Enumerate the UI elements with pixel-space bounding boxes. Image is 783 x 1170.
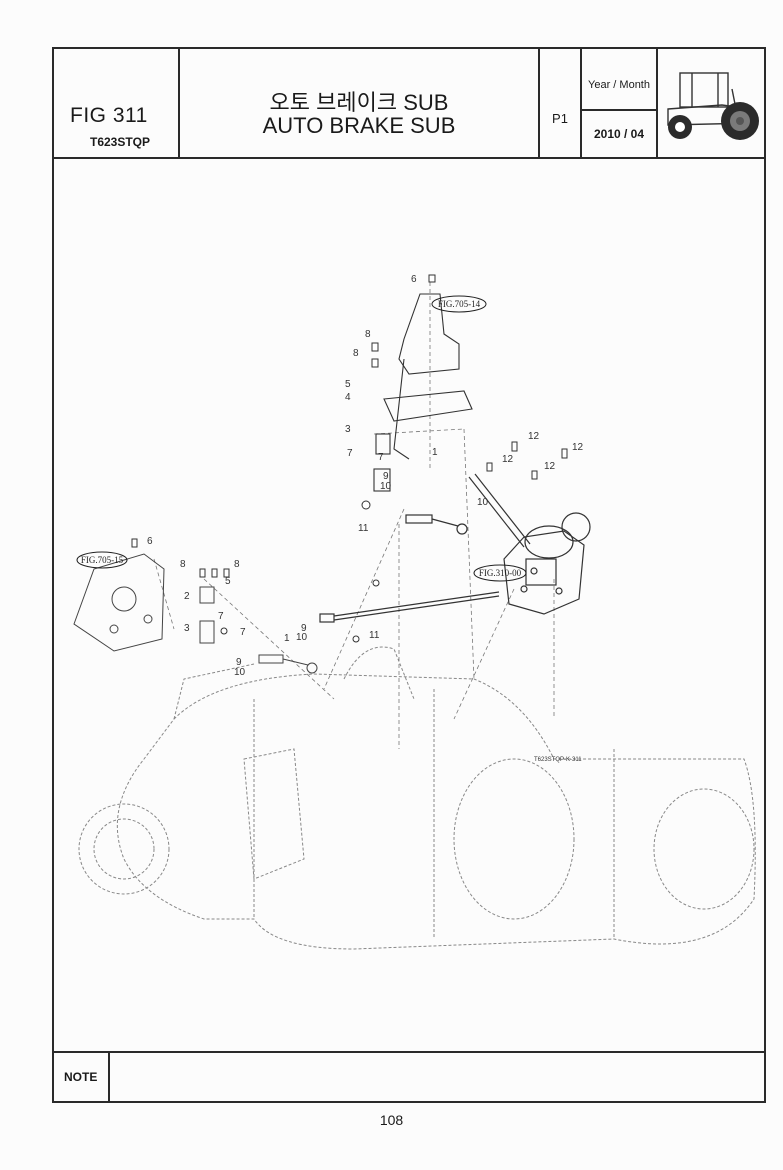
drawing-code: T623STQP-K-311 xyxy=(534,757,582,763)
svg-text:8: 8 xyxy=(353,348,359,359)
fig-code: T623STQP xyxy=(90,135,151,149)
date-value: 2010 / 04 xyxy=(593,127,645,141)
svg-text:9: 9 xyxy=(301,623,307,634)
page-number: 108 xyxy=(379,1112,404,1128)
assembly-lines xyxy=(153,282,555,749)
ref-fig-705-14: FIG.705-14 xyxy=(438,299,481,309)
rod-long xyxy=(319,591,500,623)
note-label: NOTE xyxy=(64,1070,98,1084)
svg-text:10: 10 xyxy=(477,497,489,508)
svg-text:7: 7 xyxy=(218,611,224,622)
svg-text:8: 8 xyxy=(180,559,186,570)
title-english: AUTO BRAKE SUB xyxy=(262,113,456,138)
svg-text:12: 12 xyxy=(528,431,540,442)
note-label-cell: NOTE xyxy=(54,1053,110,1101)
rod-upper xyxy=(405,473,531,548)
svg-text:3: 3 xyxy=(184,623,190,634)
fig-number: FIG 311 xyxy=(70,104,148,127)
page-frame: FIG 311 T623STQP 오토 브레이크 SUB AUTO BRAKE … xyxy=(52,47,766,1103)
header: FIG 311 T623STQP 오토 브레이크 SUB AUTO BRAKE … xyxy=(54,49,764,159)
svg-text:2: 2 xyxy=(184,591,190,602)
note-row: NOTE xyxy=(54,1051,764,1101)
fig-cell: FIG 311 T623STQP xyxy=(54,49,180,157)
svg-text:7: 7 xyxy=(347,448,353,459)
svg-text:7: 7 xyxy=(378,452,384,463)
svg-text:7: 7 xyxy=(240,627,246,638)
figure-references: FIG.705-14 FIG.705-15 FIG.310-00 xyxy=(76,295,527,582)
svg-text:1: 1 xyxy=(432,447,438,458)
page-label: P1 xyxy=(552,111,568,126)
svg-text:8: 8 xyxy=(365,329,371,340)
ref-fig-310-00: FIG.310-00 xyxy=(479,568,522,578)
fasteners xyxy=(131,274,568,643)
page-cell: P1 xyxy=(540,49,582,157)
svg-text:8: 8 xyxy=(234,559,240,570)
svg-text:9: 9 xyxy=(383,471,389,482)
svg-text:3: 3 xyxy=(345,424,351,435)
svg-text:11: 11 xyxy=(358,523,369,534)
title-cell: 오토 브레이크 SUB AUTO BRAKE SUB xyxy=(180,49,540,157)
svg-text:12: 12 xyxy=(502,454,514,465)
svg-text:9: 9 xyxy=(236,657,242,668)
svg-text:5: 5 xyxy=(345,379,351,390)
svg-text:6: 6 xyxy=(411,274,417,285)
svg-text:10: 10 xyxy=(234,667,246,678)
year-month-label: Year / Month xyxy=(588,79,650,91)
tractor-icon xyxy=(667,72,759,140)
svg-text:10: 10 xyxy=(380,481,392,492)
svg-text:12: 12 xyxy=(544,461,556,472)
svg-text:4: 4 xyxy=(345,392,351,403)
ref-fig-705-15: FIG.705-15 xyxy=(81,555,124,565)
brake-bracket-upper xyxy=(373,293,473,492)
image-cell xyxy=(658,49,764,157)
exploded-parts-diagram: 6 8 8 5 4 3 7 7 1 9 10 12 12 12 12 10 11… xyxy=(73,274,756,950)
svg-text:5: 5 xyxy=(225,576,231,587)
svg-text:1: 1 xyxy=(284,633,290,644)
callout-numbers: 6 8 8 5 4 3 7 7 1 9 10 12 12 12 12 10 11… xyxy=(147,274,584,678)
brake-bracket-left xyxy=(73,553,318,674)
svg-text:10: 10 xyxy=(296,632,308,643)
transmission-housing xyxy=(78,646,756,950)
svg-text:6: 6 xyxy=(147,536,153,547)
svg-text:12: 12 xyxy=(572,442,584,453)
title-korean: 오토 브레이크 SUB xyxy=(269,90,449,115)
svg-text:11: 11 xyxy=(369,630,380,641)
date-cell: Year / Month 2010 / 04 xyxy=(582,49,658,157)
date-divider xyxy=(582,109,656,111)
